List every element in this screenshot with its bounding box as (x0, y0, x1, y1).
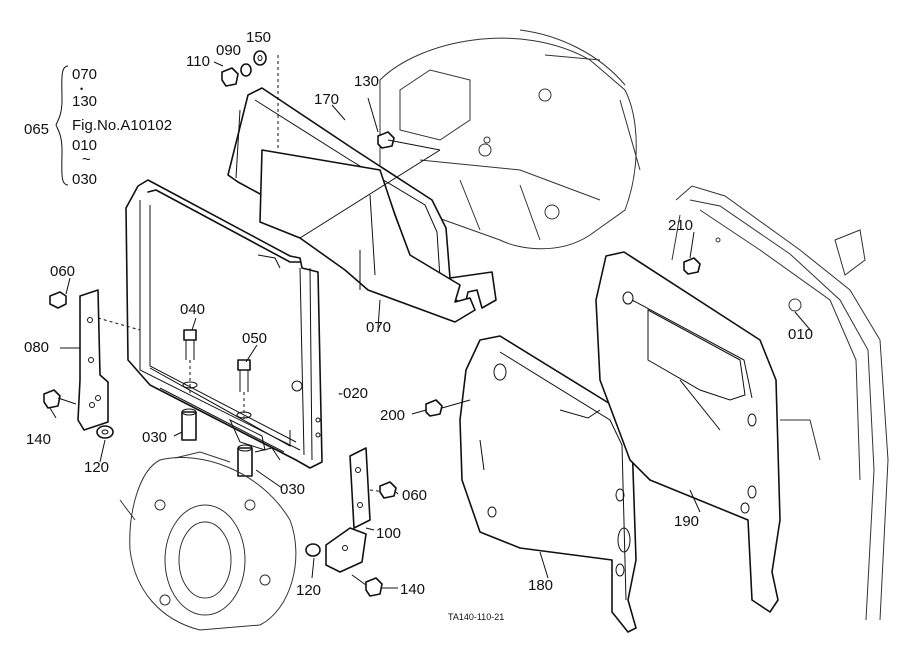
bolt-060-center (379, 481, 397, 499)
cover-190 (595, 251, 781, 613)
drawing-code: TA140-110-21 (448, 612, 504, 622)
nut-130 (377, 131, 441, 151)
group-line-4: 010 (72, 137, 97, 154)
callout-130: 130 (354, 73, 379, 90)
collar-120-center (305, 543, 321, 557)
bolt-200 (425, 399, 471, 417)
bolt-050 (236, 359, 252, 420)
callout-020: -020 (338, 385, 368, 402)
group-number: 065 (24, 121, 49, 138)
spacer-030-b (237, 444, 253, 477)
callout-030-b: 030 (280, 481, 305, 498)
callout-140-left: 140 (26, 431, 51, 448)
panel-070 (259, 149, 476, 323)
bracket-080 (77, 289, 141, 431)
frame-020 (125, 179, 323, 469)
callout-150: 150 (246, 29, 271, 46)
group-line-1: 070 (72, 66, 97, 83)
callout-140-center: 140 (400, 581, 425, 598)
callout-190: 190 (674, 513, 699, 530)
group-tilde: ~ (82, 151, 91, 168)
callout-110: 110 (186, 53, 210, 70)
callout-070: 070 (366, 319, 391, 336)
callout-labels: 150 090 110 130 170 070 210 010 060 080 … (24, 29, 813, 599)
callout-170: 170 (314, 91, 339, 108)
spacer-030-a (181, 408, 197, 441)
group-line-3: Fig.No.A10102 (72, 117, 172, 134)
engine-background (379, 29, 641, 250)
bolt-060-left (49, 291, 67, 309)
callout-060-left: 060 (50, 263, 75, 280)
callout-120-left: 120 (84, 459, 109, 476)
callout-080: 080 (24, 339, 49, 356)
callout-200: 200 (380, 407, 405, 424)
leader-lines (49, 61, 813, 589)
callout-010: 010 (788, 326, 813, 343)
callout-030-a: 030 (142, 429, 167, 446)
group-line-5: 030 (72, 171, 97, 188)
callout-180: 180 (528, 577, 553, 594)
callout-050: 050 (242, 330, 267, 347)
callout-210: 210 (668, 217, 693, 234)
callout-120-center: 120 (296, 582, 321, 599)
bolt-140-center (351, 574, 383, 597)
callout-040: 040 (180, 301, 205, 318)
nut-210 (683, 257, 701, 275)
callout-100: 100 (376, 525, 401, 542)
collar-120-left (96, 425, 114, 439)
group-note: 065 070 • 130 Fig.No.A10102 010 ~ 030 (24, 65, 172, 188)
callout-090: 090 (216, 42, 241, 59)
bolt-140-left (43, 389, 77, 409)
callout-060-center: 060 (402, 487, 427, 504)
group-line-2: 130 (72, 93, 97, 110)
group-dot: • (80, 84, 83, 94)
washer-150 (253, 50, 267, 66)
washer-090 (240, 63, 252, 77)
side-frame-right (671, 185, 889, 621)
bolt-110 (221, 67, 239, 87)
flywheel-housing (119, 451, 297, 631)
bracket-100 (325, 447, 386, 573)
